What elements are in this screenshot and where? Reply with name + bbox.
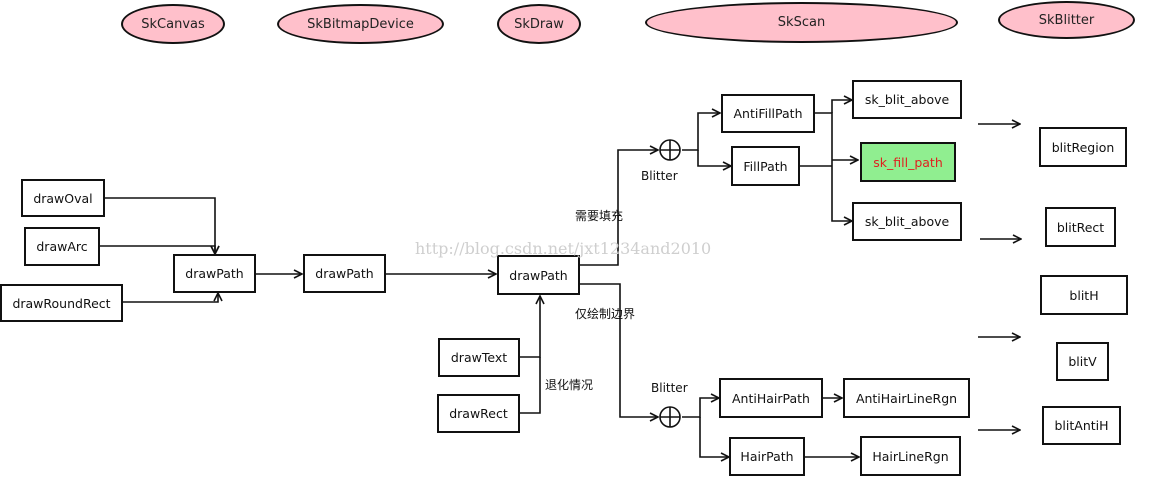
edge-drawtext-drawpath [520,296,540,358]
node-sk-blit-above-bottom: sk_blit_above [852,202,962,241]
node-antifillpath: AntiFillPath [721,94,815,133]
node-drawtext: drawText [438,338,520,377]
node-drawrect: drawRect [437,394,520,433]
lane-skbitmapdevice: SkBitmapDevice [277,4,444,44]
edge-drawrect-drawpath [520,357,541,414]
watermark: http://blog.csdn.net/jxt1234and2010 [415,239,712,258]
node-fillpath: FillPath [731,146,800,186]
node-hairpath: HairPath [729,437,805,476]
lane-skscan: SkScan [645,2,958,43]
node-drawoval: drawOval [21,179,105,217]
node-drawarc: drawArc [24,227,100,266]
edge-drawroundrect-drawpath [123,293,218,303]
node-blitv: blitV [1056,342,1109,381]
node-blith: blitH [1040,275,1128,315]
node-blitrect: blitRect [1045,207,1116,247]
node-sk-fill-path: sk_fill_path [860,142,956,182]
label-blitter-bottom: Blitter [651,381,688,395]
blitter-junction-bottom [659,406,681,428]
edge-merge-blitabove-top [831,100,852,113]
lane-skcanvas: SkCanvas [121,4,225,44]
lane-skdraw: SkDraw [497,4,581,44]
node-hairlinergn: HairLineRgn [860,436,961,476]
label-border-only: 仅绘制边界 [575,307,636,321]
node-canvas-drawpath: drawPath [173,254,256,293]
node-blitantih: blitAntiH [1042,406,1121,445]
edge-antifill-merge [815,112,833,166]
edge-blitter-fillpath [697,150,731,166]
edge-merge-blitabove-bottom [831,166,852,221]
label-blitter-top: Blitter [641,169,678,183]
label-need-fill: 需要填充 [575,209,624,223]
blitter-junction-top [659,139,681,161]
edge-drawpath-blitter-bottom [580,283,658,417]
edge-blitter-hairpath [699,417,729,457]
edge-drawoval-drawpath [105,197,215,254]
edge-drawpath-blitter-top [580,150,658,266]
edge-blitter-antifill [682,113,720,151]
node-blitregion: blitRegion [1039,127,1127,167]
edge-drawarc-drawpath [100,245,215,254]
node-device-drawpath: drawPath [303,254,386,293]
node-antihairpath: AntiHairPath [719,378,823,418]
edge-blitter-antihair [682,398,719,418]
node-antihairlinergn: AntiHairLineRgn [843,378,970,418]
node-draw-drawpath: drawPath [497,255,580,295]
node-drawroundrect: drawRoundRect [0,284,123,322]
label-degenerate: 退化情况 [545,378,594,392]
lane-skblitter: SkBlitter [998,1,1135,39]
node-sk-blit-above-top: sk_blit_above [852,80,962,119]
